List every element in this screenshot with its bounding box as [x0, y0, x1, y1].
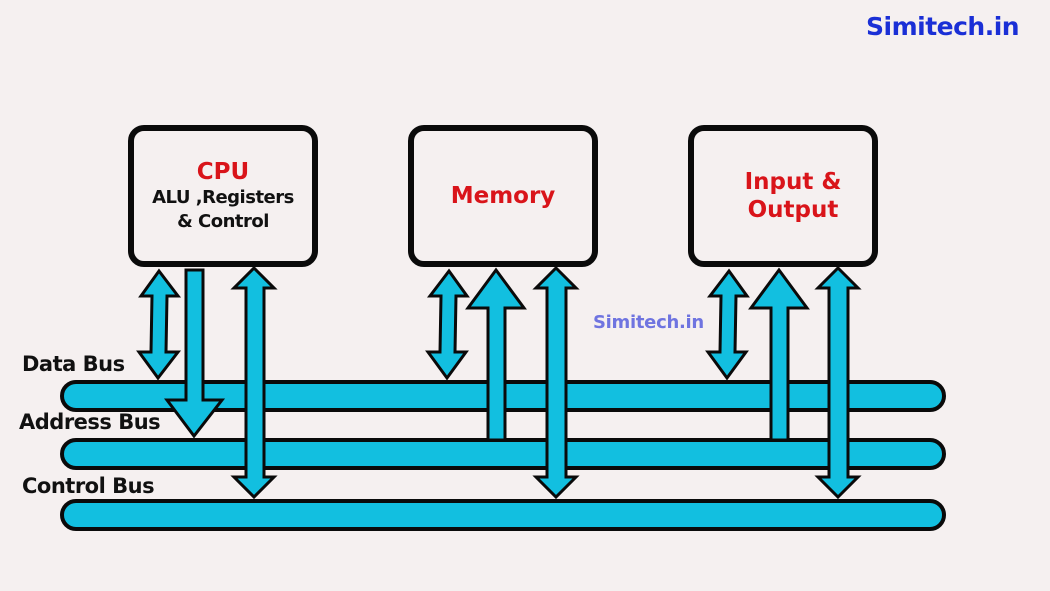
data-bus-label: Data Bus	[22, 352, 125, 376]
cpu-subtitle-line2: & Control	[177, 211, 269, 232]
cpu-box: CPU ALU ,Registers & Control	[128, 125, 318, 267]
control-bus-bar	[60, 499, 946, 531]
memory-control-arrow	[532, 265, 580, 500]
io-control-arrow	[814, 265, 862, 500]
address-bus-label: Address Bus	[19, 410, 161, 434]
control-bus-label: Control Bus	[22, 474, 155, 498]
io-address-arrow	[748, 267, 810, 442]
io-title-line2: Output	[747, 197, 839, 223]
cpu-title: CPU	[196, 159, 250, 185]
io-data-arrow	[705, 268, 750, 381]
address-bus-bar	[60, 438, 946, 470]
cpu-data-arrow	[136, 268, 182, 381]
cpu-subtitle-line1: ALU ,Registers	[152, 187, 294, 208]
brand-watermark-top: Simitech.in	[866, 12, 1020, 41]
memory-box: Memory	[408, 125, 598, 267]
io-title-line1: Input &	[744, 169, 842, 195]
memory-data-arrow	[425, 268, 470, 381]
brand-watermark-center: Simitech.in	[593, 312, 704, 333]
cpu-address-arrow	[164, 268, 226, 439]
io-box: Input & Output	[688, 125, 878, 267]
cpu-control-arrow	[230, 265, 278, 500]
memory-address-arrow	[465, 267, 527, 442]
memory-title: Memory	[450, 183, 556, 209]
